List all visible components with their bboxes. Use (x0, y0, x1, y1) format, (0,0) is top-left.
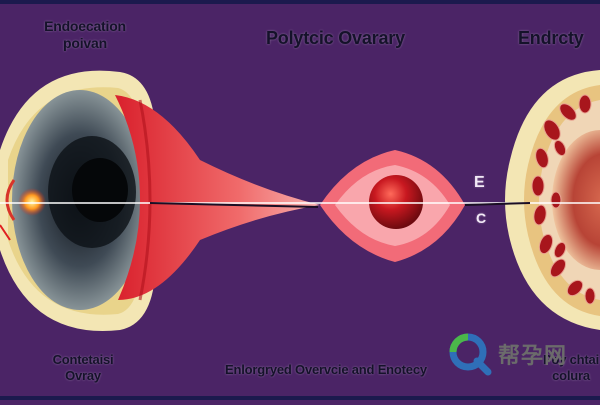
marker-c: C (476, 210, 486, 226)
caption-bottom-right: Poy chtai colura (543, 352, 599, 383)
central-nodule (320, 150, 465, 262)
watermark-text: 帮孕网 (498, 343, 568, 368)
left-focal-spot (18, 188, 46, 216)
caption-bottom-center: Enlorgryed Overvcie and Enotecy (225, 362, 427, 377)
label-top-center: Polytcic Ovarary (266, 28, 405, 48)
watermark-logo-icon (449, 333, 492, 376)
right-ovary (505, 70, 600, 330)
label-top-right: Endrcty (518, 28, 584, 48)
left-ovary (0, 70, 156, 332)
tissue-cone (115, 95, 320, 301)
caption-bottom-left: Contetaisi Ovray (52, 352, 114, 383)
label-top-left: Endoecation poivan (44, 18, 126, 51)
cell-cluster (531, 94, 596, 305)
watermark: 帮孕网 (448, 332, 598, 376)
marker-e: E (474, 174, 485, 191)
